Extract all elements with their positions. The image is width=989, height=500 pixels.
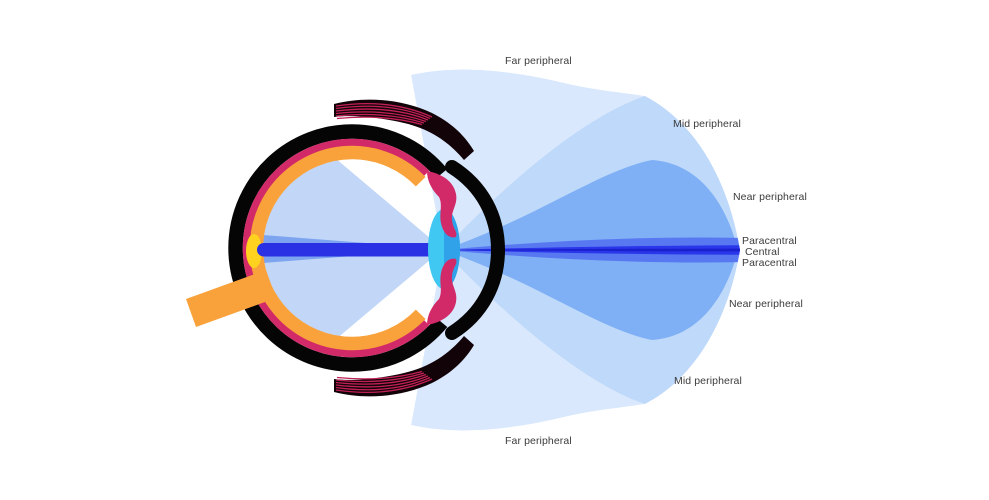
cornea <box>445 160 506 340</box>
label-near-peripheral-bottom: Near peripheral <box>729 298 803 310</box>
muscle-bottom-striations <box>335 370 433 394</box>
label-near-peripheral-top: Near peripheral <box>733 191 807 203</box>
field-labels: Far peripheral Mid peripheral Near perip… <box>505 55 807 447</box>
internal-central-beam <box>257 243 444 257</box>
label-far-peripheral-bottom: Far peripheral <box>505 435 572 447</box>
visual-field <box>411 69 740 431</box>
eyeball <box>186 99 506 397</box>
muscle-top-striations <box>335 102 433 126</box>
label-mid-peripheral-top: Mid peripheral <box>673 118 741 130</box>
ciliary-body-top <box>427 171 457 238</box>
label-paracentral-bottom: Paracentral <box>742 257 797 269</box>
ciliary-body-bottom <box>427 258 457 325</box>
label-far-peripheral-top: Far peripheral <box>505 55 572 67</box>
optic-nerve <box>186 270 276 327</box>
label-central: Central <box>745 246 780 258</box>
macula <box>246 234 262 268</box>
label-paracentral-top: Paracentral <box>742 235 797 247</box>
central-core-line <box>443 248 740 252</box>
label-mid-peripheral-bottom: Mid peripheral <box>674 375 742 387</box>
sclera-ring <box>228 124 448 372</box>
